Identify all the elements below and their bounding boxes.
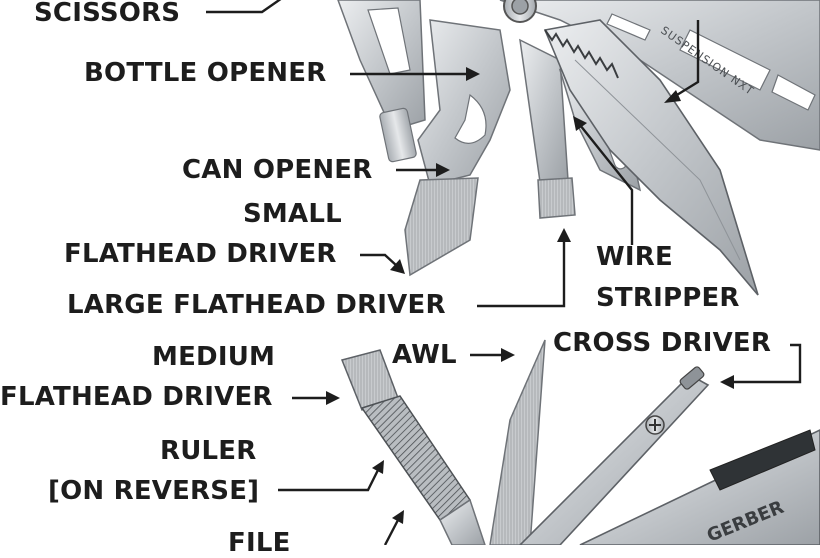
arrow-wire-stripper <box>579 124 634 245</box>
arrow-large-flathead <box>477 238 566 308</box>
arrow-knife <box>671 20 700 100</box>
arrow-scissors <box>206 0 282 14</box>
leader-lines <box>206 0 802 546</box>
multitool-illustration: SUSPENSION NXT <box>206 0 820 547</box>
arrow-ruler <box>278 469 380 492</box>
label-ruler-line1: RULER <box>160 436 257 466</box>
knife-blade <box>543 19 759 296</box>
label-file: FILE <box>228 528 291 558</box>
awl-tool <box>489 339 546 546</box>
file-tool <box>360 395 472 522</box>
arrow-small-flathead <box>360 253 398 267</box>
bottle-opener-tool <box>417 19 511 186</box>
label-wire-stripper-line2: STRIPPER <box>596 283 740 313</box>
small-flathead-driver <box>404 177 479 277</box>
label-large-flathead: LARGE FLATHEAD DRIVER <box>67 290 446 320</box>
label-can-opener: CAN OPENER <box>182 155 373 185</box>
handle-top-cutout <box>771 74 816 111</box>
handle-top-cutout <box>679 29 771 91</box>
label-medium-flathead-line2: FLATHEAD DRIVER <box>0 382 273 412</box>
serration <box>544 29 619 79</box>
label-cross-driver: CROSS DRIVER <box>553 328 772 358</box>
label-wire-stripper-line1: WIRE <box>596 242 673 272</box>
arrow-cross-driver <box>730 343 802 384</box>
label-bottle-opener: BOTTLE OPENER <box>84 58 327 88</box>
label-ruler-line2: [ON REVERSE] <box>48 476 260 506</box>
label-small-flathead-line1: SMALL <box>243 199 342 229</box>
arrow-file <box>383 519 400 546</box>
label-medium-flathead-line1: MEDIUM <box>152 342 276 372</box>
label-small-flathead-line2: FLATHEAD DRIVER <box>64 239 337 269</box>
label-awl: AWL <box>392 340 457 370</box>
handle-top-cutout <box>606 13 651 41</box>
large-flathead-driver <box>537 177 576 219</box>
label-scissors: SCISSORS <box>34 0 181 28</box>
